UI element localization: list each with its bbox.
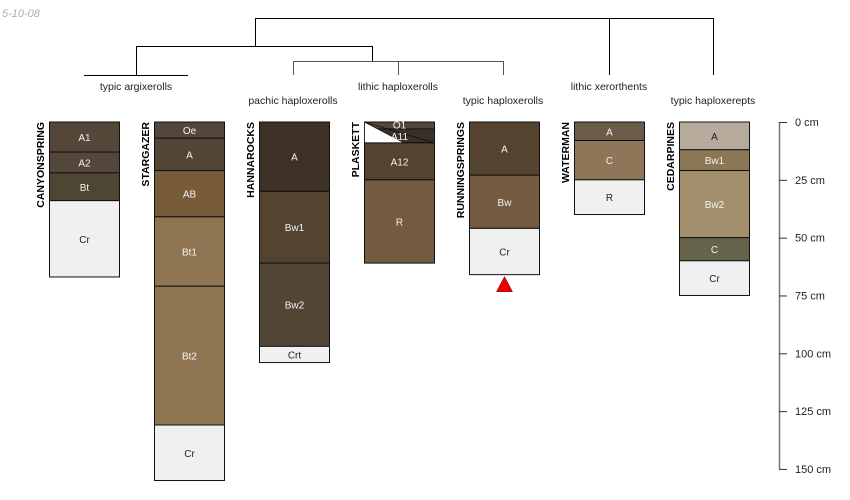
horizon-label: Crt <box>288 350 302 361</box>
horizon <box>154 424 225 482</box>
horizon-label: Bw2 <box>705 200 725 211</box>
horizon-label: Cr <box>709 274 720 285</box>
horizon-label: A <box>186 150 193 161</box>
horizon <box>154 285 225 426</box>
horizon-label: Bt1 <box>182 248 197 259</box>
horizon-label: A <box>291 153 298 164</box>
dendrogram <box>84 18 714 76</box>
date-label: 5-10-08 <box>2 8 40 20</box>
horizon-boundary-wedge <box>364 121 405 144</box>
horizon <box>154 216 225 287</box>
horizon-label: Cr <box>499 248 510 259</box>
horizon-label: Bw1 <box>285 223 305 234</box>
profile-name: STARGAZER <box>140 122 152 187</box>
axis-tick-label: 150 cm <box>795 464 831 476</box>
horizon-label: A <box>501 145 508 156</box>
horizon <box>679 260 750 296</box>
horizon-label: Cr <box>79 235 90 246</box>
horizon <box>154 170 225 218</box>
horizon <box>364 179 435 264</box>
horizon-label: R <box>396 217 403 228</box>
profile-name: CANYONSPRING <box>35 122 47 208</box>
horizon <box>574 179 645 216</box>
horizon-label: Bw2 <box>285 301 305 312</box>
horizon-label: C <box>606 156 613 167</box>
horizon-label: A1 <box>78 133 91 144</box>
horizon <box>49 172 120 202</box>
horizon-label: A12 <box>391 157 409 168</box>
horizon-label: O1 <box>393 120 407 131</box>
horizon <box>679 121 750 151</box>
horizon <box>49 121 120 153</box>
horizon <box>574 140 645 181</box>
horizon <box>469 174 540 229</box>
horizon-label: Bt2 <box>182 352 197 363</box>
axis-tick-label: 50 cm <box>795 233 825 245</box>
bottom-marker-icon <box>496 276 513 292</box>
profile-name: RUNNINGSPRINGS <box>455 122 467 218</box>
taxon-label: pachic haploxerolls <box>248 95 337 107</box>
depth-axis: 0 cm 25 cm 50 cm 75 cm 100 cm 125 cm 150 cm <box>778 117 831 476</box>
horizon-label: Bw <box>498 198 513 209</box>
axis-tick-label: 125 cm <box>795 406 831 418</box>
taxon-label: typic argixerolls <box>100 81 172 93</box>
profile-name: CEDARPINES <box>665 122 677 191</box>
horizon <box>679 170 750 239</box>
axis-tick-label: 0 cm <box>795 117 819 129</box>
taxon-label: lithic xerorthents <box>571 81 647 93</box>
horizon <box>469 227 540 276</box>
axis-tick-label: 100 cm <box>795 348 831 360</box>
taxon-label: typic haploxerolls <box>463 95 544 107</box>
horizon <box>259 121 330 192</box>
horizon <box>259 262 330 347</box>
taxon-label: typic haploxerepts <box>671 95 756 107</box>
axis-tick-label: 25 cm <box>795 175 825 187</box>
axis-tick-label: 75 cm <box>795 290 825 302</box>
horizon <box>469 121 540 176</box>
horizon-label: Bw1 <box>705 156 725 167</box>
horizon <box>259 190 330 264</box>
horizon-label: AB <box>183 190 197 201</box>
taxonomy-labels: typic argixerolls pachic haploxerolls lith… <box>100 81 756 107</box>
horizon-boundary <box>364 121 435 144</box>
profile-waterman: A C R WATERMAN <box>560 121 645 216</box>
horizon-label: R <box>606 193 613 204</box>
horizon <box>259 345 330 364</box>
taxon-label: lithic haploxerolls <box>358 81 438 93</box>
profile-name: WATERMAN <box>560 122 572 183</box>
horizon-label: Oe <box>183 126 197 137</box>
horizon-label: Cr <box>184 449 195 460</box>
horizon <box>364 142 435 181</box>
horizon-label: A11 <box>391 132 408 143</box>
horizon-label: A <box>711 132 718 143</box>
horizon-label: C <box>711 245 718 256</box>
horizon <box>154 137 225 172</box>
horizon <box>49 200 120 278</box>
profile-name: PLASKETT <box>350 121 362 177</box>
profile-name: HANNAROCKS <box>245 122 257 198</box>
horizon-label: A2 <box>78 158 91 169</box>
horizon-label: Bt <box>80 183 90 194</box>
horizon-label: A <box>606 127 613 138</box>
